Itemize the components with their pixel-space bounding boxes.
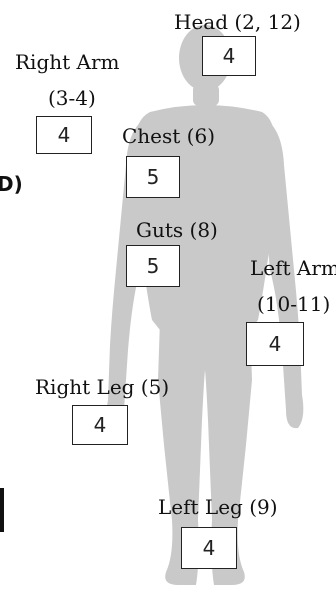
chest-label: Chest (6) [122, 124, 215, 148]
right-leg-armor-box[interactable]: 4 [72, 405, 128, 445]
head-label: Head (2, 12) [174, 10, 301, 34]
right-arm-label-line1: Right Arm [15, 50, 120, 74]
guts-armor-box[interactable]: 5 [126, 245, 180, 287]
edge-text-fragment: D) [0, 172, 23, 196]
chest-armor-box[interactable]: 5 [126, 156, 180, 198]
head-armor-box[interactable]: 4 [202, 36, 256, 76]
left-arm-label-line1: Left Arm [250, 256, 336, 280]
right-leg-label: Right Leg (5) [35, 375, 169, 399]
right-arm-label-line2: (3-4) [48, 86, 96, 110]
edge-box-fragment [0, 488, 4, 532]
left-arm-label-line2: (10-11) [257, 292, 330, 316]
right-arm-armor-box[interactable]: 4 [36, 116, 92, 154]
left-leg-armor-box[interactable]: 4 [181, 527, 237, 569]
guts-label: Guts (8) [136, 218, 218, 242]
left-leg-label: Left Leg (9) [158, 495, 278, 519]
left-arm-armor-box[interactable]: 4 [246, 322, 304, 366]
